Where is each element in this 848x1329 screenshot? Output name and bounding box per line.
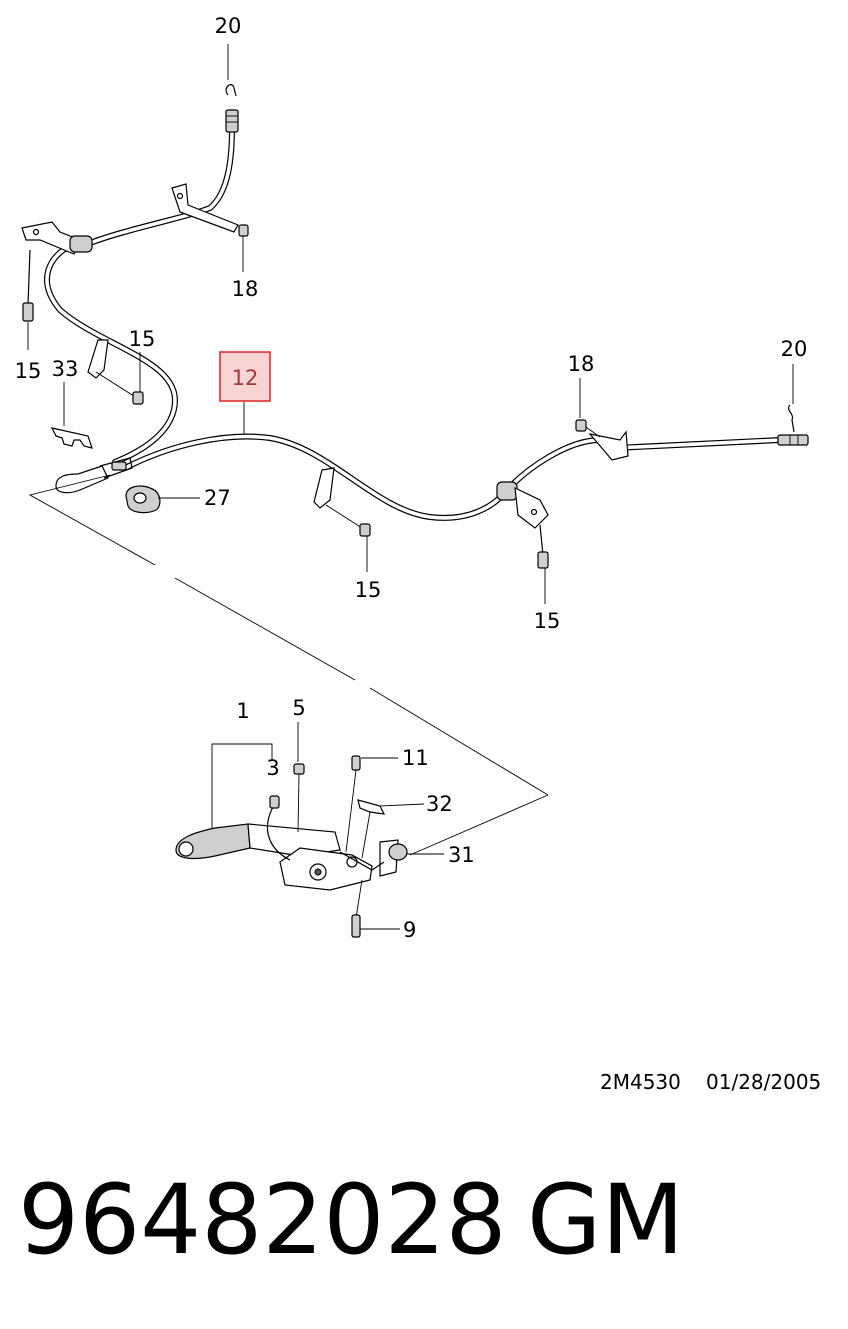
leader-lines	[27, 44, 794, 930]
cable-clip-33	[50, 427, 93, 449]
upper-nut-18	[238, 224, 249, 237]
right-end-fitting	[777, 404, 809, 446]
drawing-date: 01/28/2005	[706, 1070, 821, 1094]
callout-3[interactable]: 3	[266, 756, 279, 780]
part-number: 96482028	[18, 1164, 507, 1276]
equalizer	[55, 457, 133, 494]
highlighted-callout-12[interactable]: 12	[219, 351, 271, 402]
handbrake-lever	[175, 755, 408, 938]
callout-12: 12	[232, 366, 259, 390]
callout-9[interactable]: 9	[403, 918, 416, 942]
callout-20-top[interactable]: 20	[215, 14, 242, 38]
part-number-footer: 96482028 GM	[18, 1164, 684, 1276]
callout-27[interactable]: 27	[204, 486, 231, 510]
callout-20-right[interactable]: 20	[781, 337, 808, 361]
callout-18-upper[interactable]: 18	[232, 277, 259, 301]
right-bracket	[575, 419, 629, 461]
rear-cable-assembly	[44, 125, 783, 521]
mid-bracket	[87, 339, 144, 405]
callout-15-mid[interactable]: 15	[129, 327, 156, 351]
center-bracket	[313, 467, 371, 537]
grommet-27	[125, 485, 161, 514]
callout-32[interactable]: 32	[426, 792, 453, 816]
callout-15-left-bolt[interactable]: 15	[15, 359, 42, 383]
callout-5[interactable]: 5	[292, 696, 305, 720]
callout-11[interactable]: 11	[402, 746, 429, 770]
right-sleeve-bracket	[496, 481, 549, 529]
drawing-code: 2M4530	[600, 1070, 681, 1094]
callout-15-center[interactable]: 15	[355, 578, 382, 602]
perspective-guide	[28, 474, 549, 856]
callout-31[interactable]: 31	[448, 843, 475, 867]
highlight-box	[219, 351, 271, 402]
callout-1[interactable]: 1	[236, 699, 249, 723]
callout-15-right[interactable]: 15	[534, 609, 561, 633]
left-bolt-15	[22, 249, 34, 322]
callout-33[interactable]: 33	[52, 357, 79, 381]
callout-18-right[interactable]: 18	[568, 352, 595, 376]
right-bolt-15	[537, 524, 549, 569]
left-mount-bracket	[21, 221, 93, 255]
upper-bracket	[171, 183, 239, 233]
drawing-reference: 2M4530 01/28/2005	[600, 1070, 821, 1094]
callout-labels: 20 18 15 15 33 27 18 20 15 15 1 3 5 11 3…	[15, 14, 808, 942]
brand-name: GM	[527, 1164, 684, 1276]
top-end-fitting	[225, 84, 239, 133]
